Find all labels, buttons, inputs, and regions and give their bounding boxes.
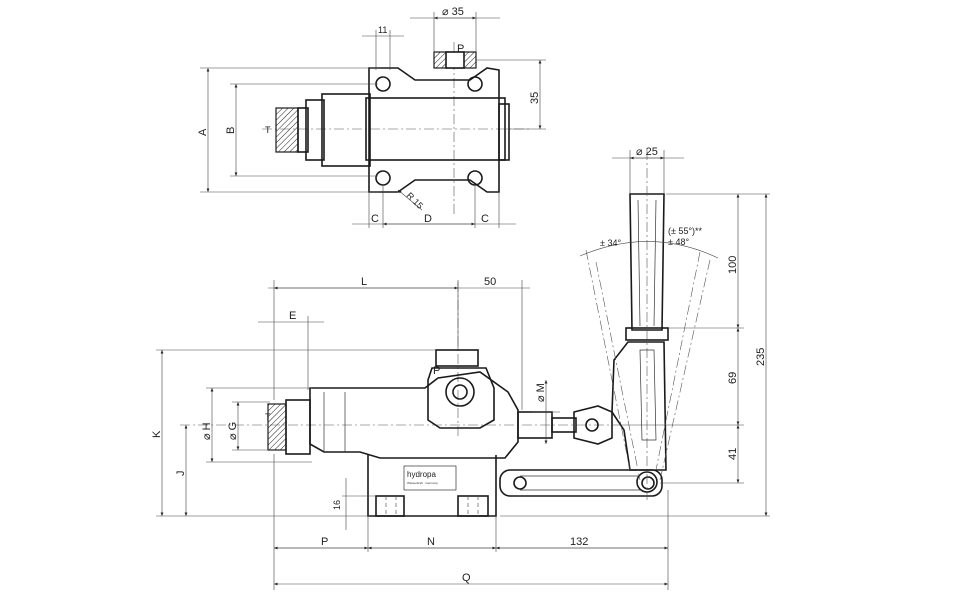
dim-q: Q xyxy=(462,572,471,584)
mount-hole-tr xyxy=(467,76,483,92)
side-view: P hydropa Wasserkraft · Germany L 50 xyxy=(151,276,669,590)
swing-arc xyxy=(579,241,719,259)
side-p-boss xyxy=(427,367,495,429)
dim-35: 35 xyxy=(529,92,541,104)
dim-69: 69 xyxy=(727,372,739,384)
side-port-t-hatch xyxy=(267,403,287,451)
side-port-t-label: T xyxy=(265,412,271,422)
brand-plate xyxy=(403,465,457,491)
dim-a: A xyxy=(197,128,209,136)
top-port-p-label: P xyxy=(457,43,464,55)
top-port-t-hatch xyxy=(275,107,299,153)
side-main-body xyxy=(309,371,519,459)
mount-hole-tl xyxy=(375,76,391,92)
side-p-port-inner xyxy=(452,384,468,400)
mount-hole-br xyxy=(467,170,483,186)
brand-sub: Wasserkraft · Germany xyxy=(407,481,438,485)
dim-235: 235 xyxy=(755,348,767,366)
top-view: ⌀ 35 11 P 35 A B T R 15 C D xyxy=(197,6,546,228)
clevis xyxy=(573,405,613,445)
lever: ⌀ 25 ± 34° (± 55°)** ± 48° 100 69 41 235 xyxy=(500,146,770,517)
dim-l: L xyxy=(361,276,367,288)
dim-100: 100 xyxy=(727,256,739,274)
side-port-nut xyxy=(285,399,311,455)
side-foot-left xyxy=(375,495,405,517)
dim-dia-m: ⌀ M xyxy=(535,383,547,402)
lever-arm xyxy=(611,341,667,471)
dim-dia-g: ⌀ G xyxy=(227,422,239,440)
angle-48: ± 48° xyxy=(668,237,689,247)
side-port-p-label: P xyxy=(433,365,440,377)
dim-16: 16 xyxy=(332,500,342,510)
clevis-pin xyxy=(585,418,599,432)
side-p-port-outer xyxy=(445,377,475,407)
lever-grip xyxy=(629,193,665,331)
dim-dia25: ⌀ 25 xyxy=(636,146,658,158)
dim-k: K xyxy=(151,430,163,438)
top-port-t-label: T xyxy=(265,125,271,135)
side-foot xyxy=(367,455,497,517)
brand-name: hydropa xyxy=(407,470,436,479)
angle-55: (± 55°)** xyxy=(668,226,703,236)
dim-p: P xyxy=(321,536,328,548)
dim-c-right: C xyxy=(481,213,489,225)
dim-d: D xyxy=(424,213,432,225)
top-right-stub xyxy=(498,103,510,161)
top-port-t-collar xyxy=(297,107,309,153)
top-nut xyxy=(305,99,325,161)
dim-n: N xyxy=(427,536,435,548)
spool-rod xyxy=(551,417,577,433)
linkage-pin-left xyxy=(513,476,527,490)
dim-50: 50 xyxy=(484,276,496,288)
dim-e: E xyxy=(289,310,296,322)
linkage-pin-right xyxy=(641,476,655,490)
dim-132: 132 xyxy=(570,536,588,548)
dim-r15: R 15 xyxy=(405,190,426,211)
top-port-p-bore xyxy=(445,51,465,69)
side-foot-right xyxy=(457,495,489,517)
dim-c-left: C xyxy=(371,213,379,225)
lever-collar xyxy=(625,327,669,341)
dim-11: 11 xyxy=(378,25,387,35)
dim-dia-h: ⌀ H xyxy=(201,422,213,440)
angle-34: ± 34° xyxy=(600,238,621,248)
side-p-cap xyxy=(435,349,479,367)
dim-j: J xyxy=(175,471,187,477)
dim-b: B xyxy=(225,127,237,134)
dim-41: 41 xyxy=(727,448,739,460)
dim-dia35: ⌀ 35 xyxy=(442,6,464,18)
mount-hole-bl xyxy=(375,170,391,186)
top-left-body xyxy=(321,93,371,167)
lever-pivot xyxy=(636,471,658,493)
